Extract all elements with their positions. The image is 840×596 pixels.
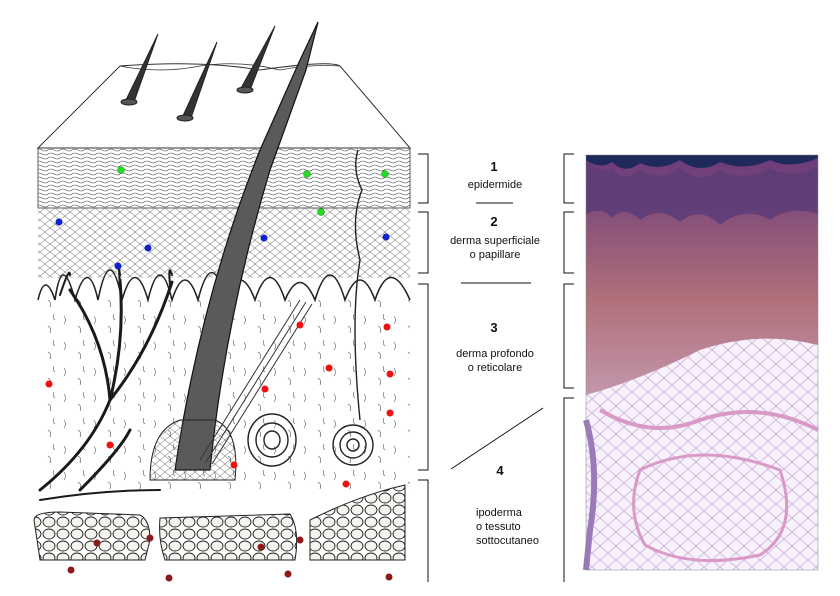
layer-2-number: 2 [490, 214, 498, 229]
layer-3-number: 3 [490, 320, 498, 335]
marker-dots-epidermis [117, 166, 389, 216]
layer-3-label-line: derma profondo [456, 348, 534, 360]
marker-dots-papillary [55, 218, 390, 270]
layer-4-label-line: ipoderma [476, 507, 522, 519]
layer-2-label-line: o papillare [469, 249, 521, 261]
layer-separators [450, 202, 544, 470]
histology-micrograph [583, 154, 819, 571]
layer-1-number: 1 [490, 159, 498, 174]
hair-shafts [120, 25, 276, 122]
sebaceous-gland-coil [247, 413, 297, 467]
marker-dots-reticular [45, 321, 394, 488]
marker-dots-hypodermis [67, 534, 393, 582]
layer-1-label: epidermide [440, 178, 550, 192]
layer-brackets-left [418, 153, 429, 582]
layer-4-label: ipoderma o tessuto sottocutaneo [476, 506, 586, 548]
layer-2-label-line: derma superficiale [450, 235, 540, 247]
hypodermis-fat-lobules [33, 484, 406, 561]
layer-2-label: derma superficiale o papillare [430, 234, 560, 262]
layer-brackets-right [563, 153, 574, 582]
layer-1-label-line: epidermide [467, 179, 523, 191]
epidermis-drawing [37, 147, 411, 209]
hair-follicle [149, 21, 319, 481]
layer-4-label-line: o tessuto [476, 521, 521, 533]
skin-surface-plane [36, 63, 412, 149]
blood-vessel-tree [38, 267, 174, 501]
layer-3-label: derma profondo o reticolare [430, 347, 560, 375]
layer-3-label-line: o reticolare [467, 362, 523, 374]
layer-4-label-line: sottocutaneo [476, 535, 539, 547]
arrector-pili-muscle [199, 299, 313, 465]
layer-4-number: 4 [496, 463, 504, 478]
sweat-gland [332, 149, 374, 466]
